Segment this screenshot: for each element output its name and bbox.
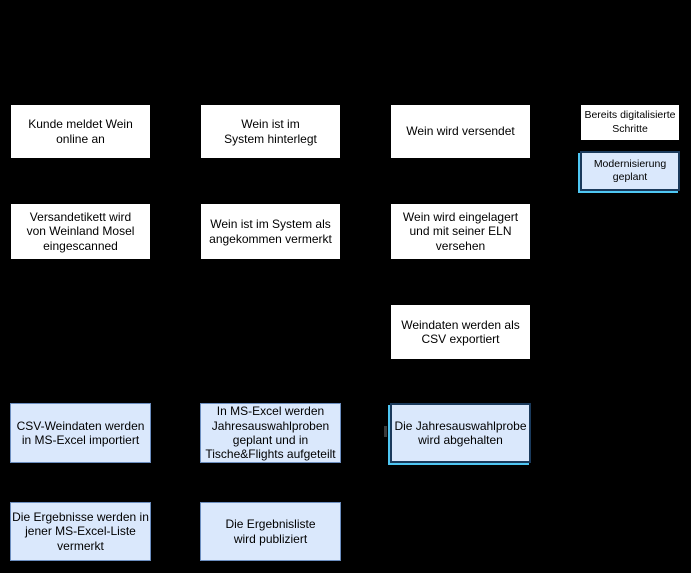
node-jahresauswahlprobe-abgehalten: Die Jahresauswahlprobe wird abgehalten: [390, 403, 531, 463]
legend-item-planned: Modernisierung geplant: [580, 151, 680, 191]
node-ergebnisse-in-excel-vermerkt: Die Ergebnisse werden in jener MS-Excel-…: [10, 502, 151, 561]
node-excel-jahresauswahlproben-planung: In MS-Excel werden Jahresauswahlproben g…: [200, 403, 341, 463]
legend-item-digitalized: Bereits digitalisierte Schritte: [580, 104, 680, 141]
node-ergebnisliste-publiziert: Die Ergebnisliste wird publiziert: [200, 502, 341, 561]
node-versandetikett-eingescanned: Versandetikett wird von Weinland Mosel e…: [10, 203, 151, 260]
node-kunde-meldet-wein: Kunde meldet Wein online an: [10, 104, 151, 159]
node-wein-angekommen-vermerkt: Wein ist im System als angekommen vermer…: [200, 203, 341, 260]
node-wein-im-system-hinterlegt: Wein ist im System hinterlegt: [200, 104, 341, 159]
node-wein-wird-versendet: Wein wird versendet: [390, 104, 531, 159]
arrow-artifact: [384, 426, 387, 437]
node-weindaten-csv-export: Weindaten werden als CSV exportiert: [390, 304, 531, 360]
node-csv-weindaten-import: CSV-Weindaten werden in MS-Excel importi…: [10, 403, 151, 463]
node-wein-eingelagert-eln: Wein wird eingelagert und mit seiner ELN…: [390, 203, 531, 260]
